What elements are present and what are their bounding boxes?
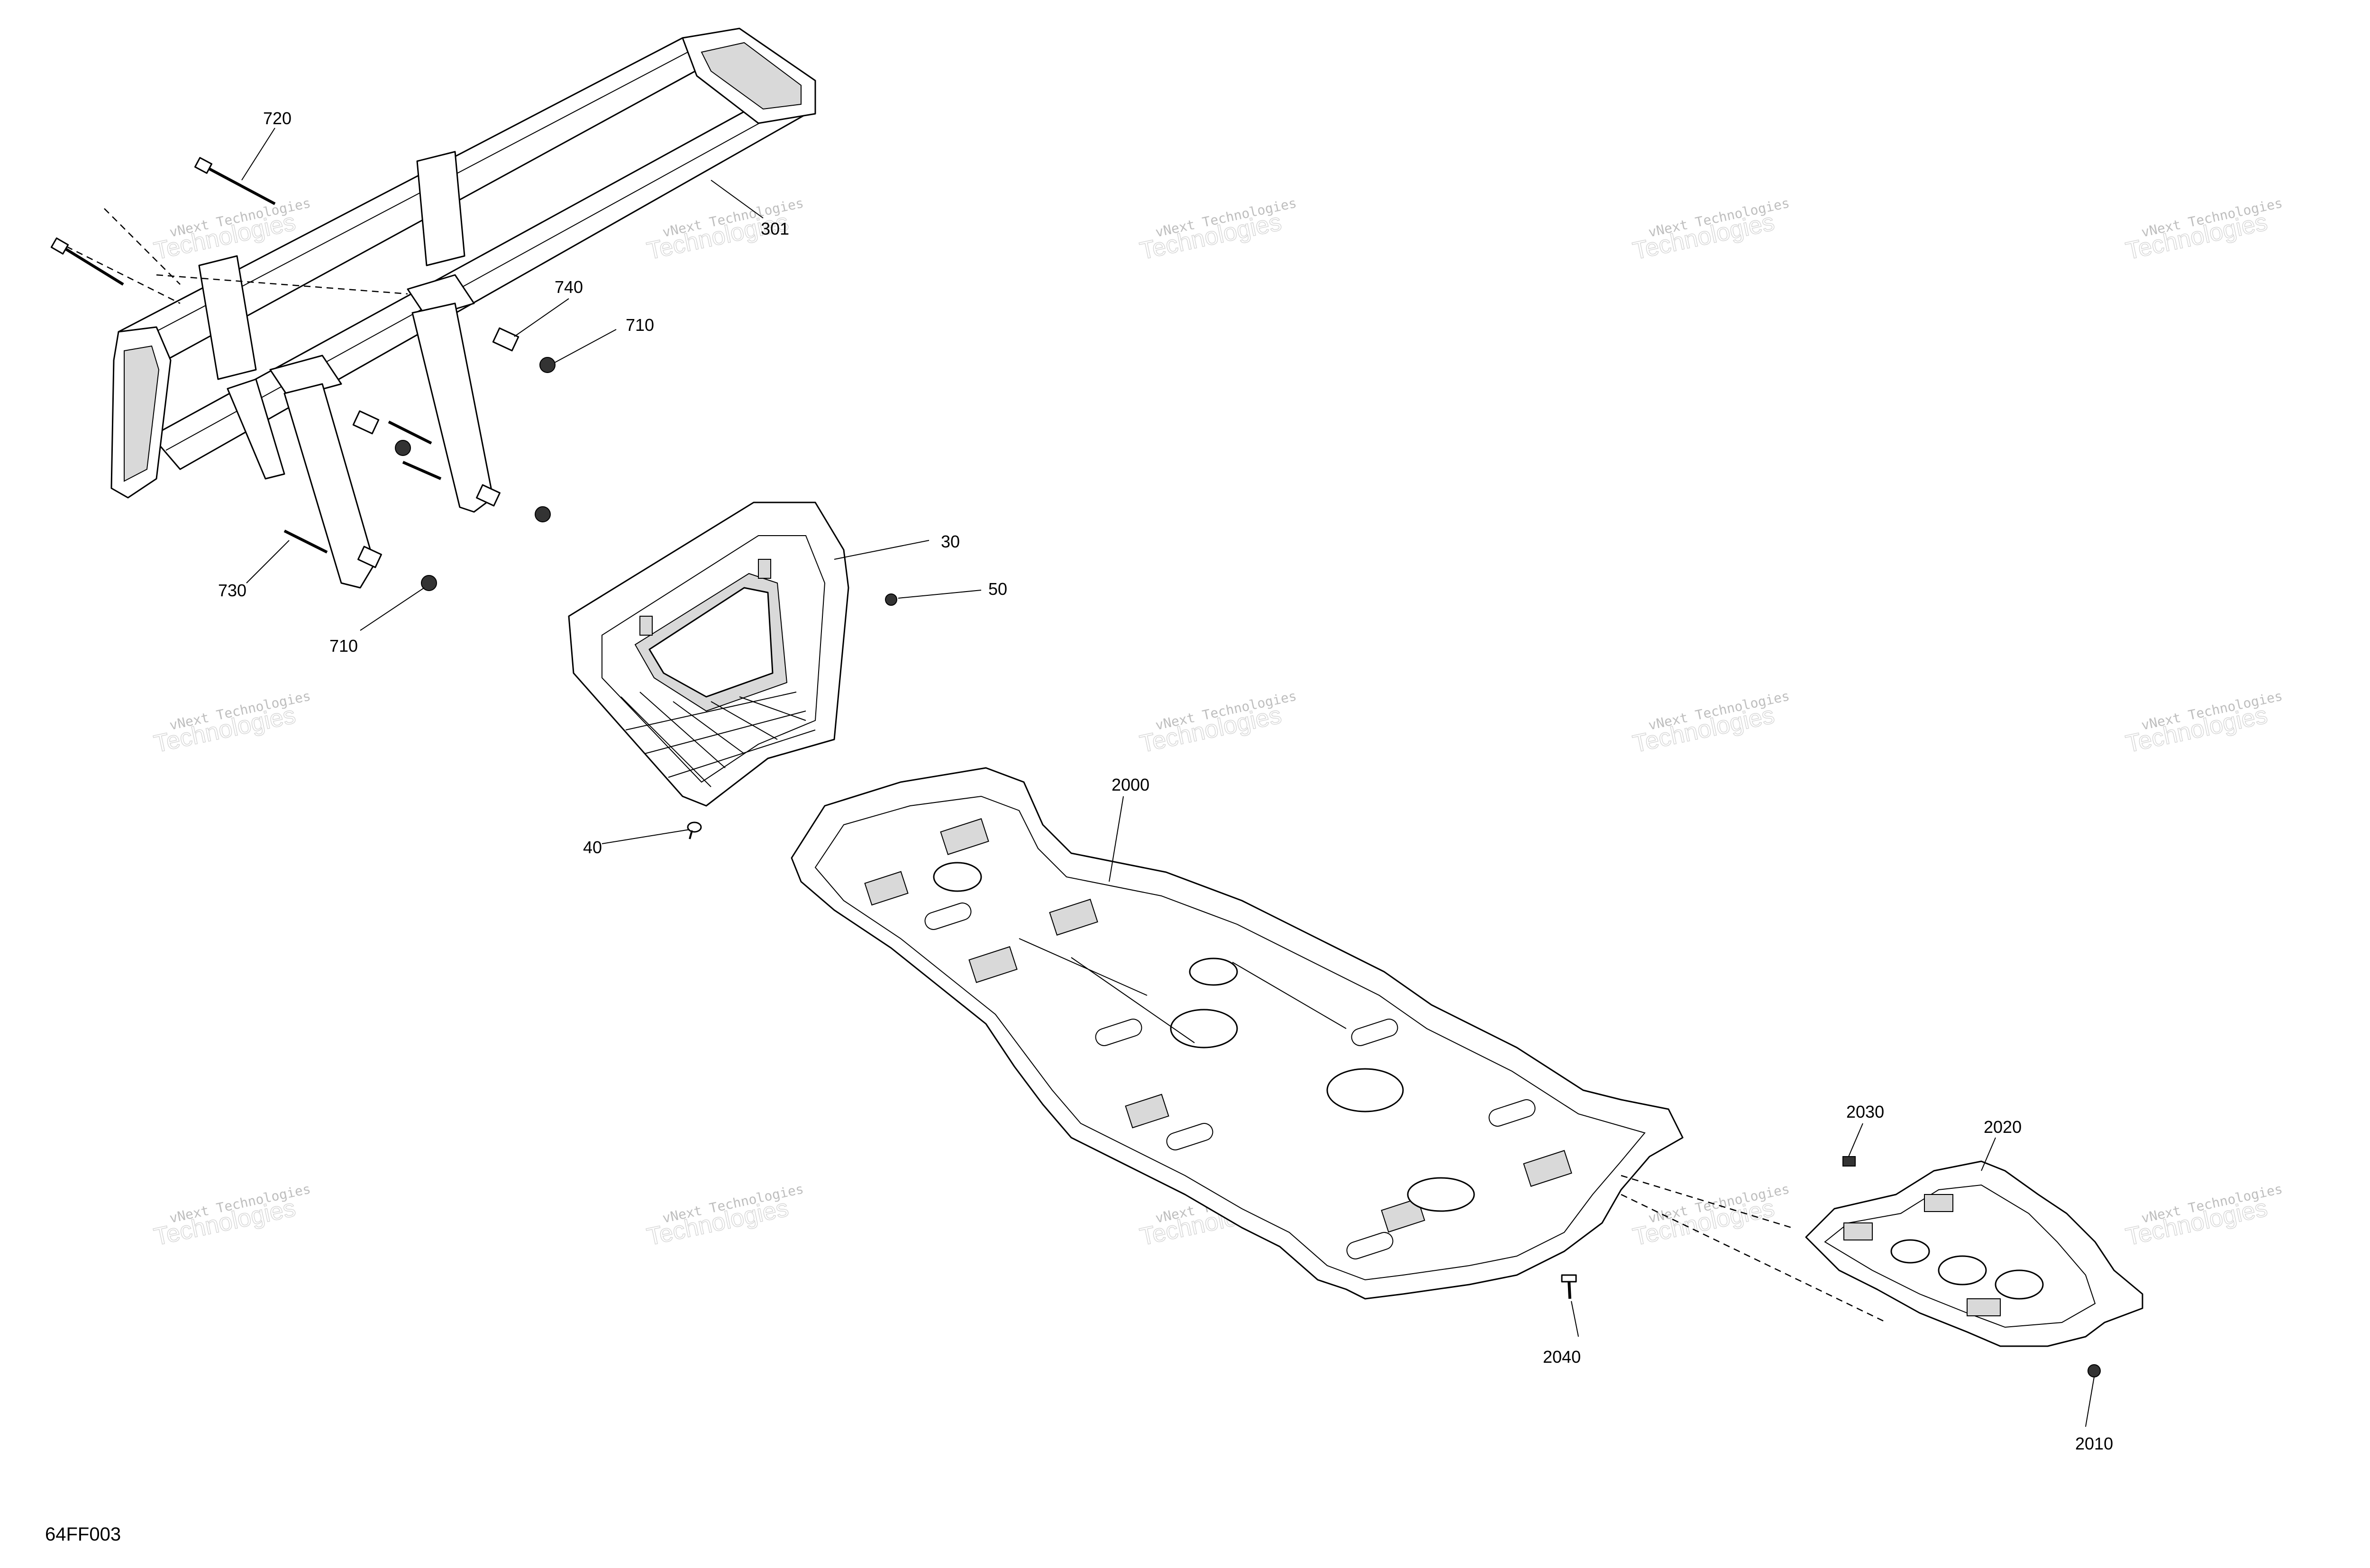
callout-30: 30	[941, 532, 960, 551]
callout-50: 50	[988, 579, 1007, 599]
nut-710	[421, 575, 437, 591]
callout-720: 720	[263, 109, 292, 128]
watermark: Technologies vNext Technologies	[2123, 688, 2284, 758]
bumper-frame	[66, 27, 816, 589]
clip-2030	[1842, 1156, 1856, 1167]
bolt-730	[283, 529, 328, 554]
callouts: 720 301 740 710 730 710 30 50 40 2000 20…	[218, 109, 2113, 1453]
bolt-720	[194, 157, 276, 205]
screw-40	[687, 821, 702, 839]
spacer	[352, 410, 380, 435]
skid-plate	[791, 767, 1887, 1323]
spacer-740	[492, 327, 520, 352]
nut-50	[885, 593, 897, 606]
watermark: Technologies vNext Technologies	[1630, 1181, 1791, 1251]
callout-740: 740	[555, 277, 583, 297]
watermark: Technologies vNext Technologies	[644, 1181, 805, 1251]
watermark: Technologies vNext Technologies	[1630, 688, 1791, 758]
spacer	[357, 546, 382, 568]
watermark: Technologies vNext Technologies	[151, 1181, 312, 1251]
nut-2010	[2087, 1364, 2101, 1377]
bolt	[388, 420, 432, 445]
callout-301: 301	[761, 219, 789, 238]
watermark: Technologies vNext Technologies	[1137, 688, 1298, 758]
callout-2040: 2040	[1543, 1347, 1581, 1367]
nut-710	[539, 357, 556, 373]
screw-2040	[1561, 1274, 1577, 1299]
watermark: Technologies vNext Technologies	[2123, 1181, 2284, 1251]
callout-710: 710	[626, 315, 654, 335]
bumper-fasteners	[50, 157, 556, 591]
spacer	[476, 484, 501, 507]
watermark: Technologies vNext Technologies	[151, 688, 312, 758]
bolt	[50, 237, 124, 286]
rear-skid-plate	[1805, 1160, 2143, 1347]
watermark: Technologies vNext Technologies	[1630, 195, 1791, 265]
callout-710: 710	[329, 636, 358, 656]
callout-2000: 2000	[1112, 775, 1149, 794]
nut	[535, 506, 551, 522]
watermark: Technologies vNext Technologies	[2123, 195, 2284, 265]
front-fascia	[568, 501, 849, 807]
watermark: Technologies vNext Technologies	[1137, 195, 1298, 265]
callout-40: 40	[583, 838, 602, 857]
callout-730: 730	[218, 581, 246, 600]
callout-2020: 2020	[1984, 1117, 2022, 1137]
leader-lines	[241, 128, 2095, 1427]
callout-2010: 2010	[2075, 1434, 2113, 1453]
callout-2030: 2030	[1846, 1102, 1884, 1121]
diagram-code: 64FF003	[45, 1524, 121, 1545]
bolt	[402, 461, 442, 480]
nut	[395, 440, 411, 456]
